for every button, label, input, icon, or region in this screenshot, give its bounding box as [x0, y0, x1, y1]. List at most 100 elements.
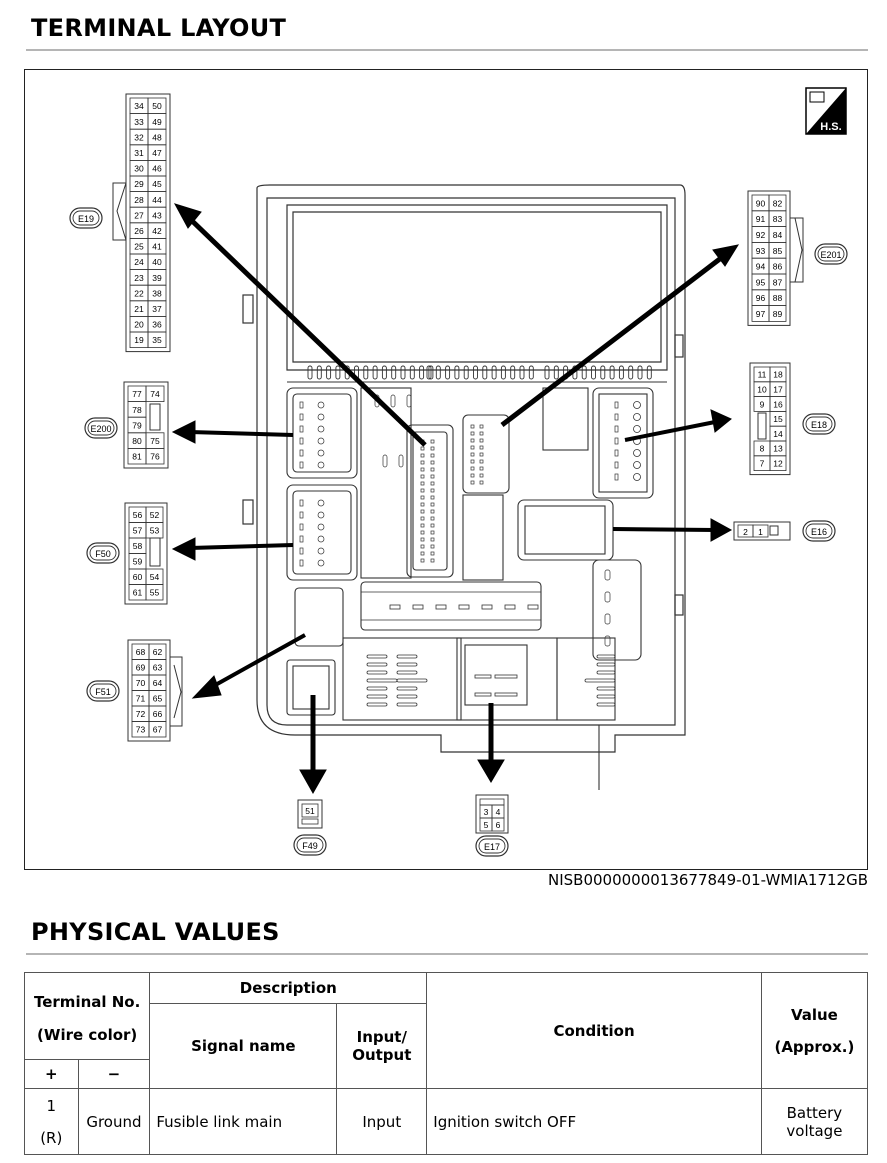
terminal-number: 4: [496, 807, 501, 817]
terminal-number: 19: [134, 335, 144, 345]
pin: [470, 424, 475, 429]
pin: [470, 452, 475, 457]
terminal-number: 64: [153, 678, 163, 688]
pin: [633, 449, 641, 457]
terminal-number: 33: [134, 117, 144, 127]
terminal-number: 1: [46, 1096, 57, 1115]
terminal-number: 30: [134, 164, 144, 174]
terminal-number: 22: [134, 288, 144, 298]
pin: [420, 537, 425, 542]
pin: [430, 439, 435, 444]
label-outer: [84, 417, 118, 439]
connector-id: E18: [811, 420, 827, 430]
terminal-number: 18: [773, 370, 783, 380]
fuse: [604, 635, 611, 647]
terminal-number: 59: [133, 557, 143, 567]
vent-slot-row: [287, 365, 667, 383]
pin: [420, 530, 425, 535]
terminal-number: 46: [152, 164, 162, 174]
pin: [479, 431, 484, 436]
terminal-cell: [301, 818, 319, 825]
internal-components: [286, 387, 654, 790]
terminal-number: 62: [153, 647, 163, 657]
pin: [614, 461, 619, 469]
terminal-number: 11: [758, 370, 767, 380]
terminal-number: 20: [134, 320, 144, 330]
terminal-number: 63: [153, 663, 163, 673]
terminal-number: 6: [496, 820, 501, 830]
terminal-number: 45: [152, 179, 162, 189]
connector-label-e19: E19: [69, 207, 103, 229]
fuse: [398, 454, 404, 468]
label-outer: [814, 243, 848, 265]
pin: [299, 413, 304, 421]
terminal-cell: [145, 584, 164, 601]
terminal-number: 79: [132, 420, 142, 430]
connector-id: F50: [95, 549, 111, 559]
terminal-number: 36: [152, 320, 162, 330]
terminal-cell: [145, 447, 165, 465]
pin: [299, 547, 304, 555]
terminal-number: 84: [773, 230, 783, 240]
fuse: [604, 613, 611, 625]
pin: [430, 481, 435, 486]
section-title-physical-values: PHYSICAL VALUES: [31, 918, 280, 946]
connector-label-f49: F49: [293, 834, 327, 856]
relay-slot: [366, 678, 398, 683]
relay-slot: [396, 670, 418, 675]
connector-label-e200: E200: [84, 417, 118, 439]
terminal-number: 95: [756, 277, 766, 287]
vent-slot: [591, 365, 596, 380]
pin: [430, 544, 435, 549]
header-terminal-no: Terminal No. (Wire color): [23, 972, 151, 1060]
pin: [299, 511, 304, 519]
terminal-cell: [752, 524, 769, 538]
terminal-number: 5: [484, 820, 489, 830]
terminal-number: 16: [773, 399, 783, 409]
vent-slot: [445, 365, 451, 380]
vent-slot: [637, 365, 643, 380]
terminal-number: 52: [150, 510, 160, 520]
vent-slot: [326, 365, 332, 380]
pin: [614, 437, 619, 445]
pin: [430, 502, 435, 507]
terminal-number: 89: [773, 309, 783, 319]
connector-f49: 51: [297, 799, 323, 829]
pin: [470, 431, 475, 436]
cell-value: Battery voltage: [760, 1088, 869, 1155]
connector-label-f51: F51: [86, 680, 120, 702]
connector-id: F51: [95, 687, 111, 697]
pin: [430, 516, 435, 521]
terminal-number: 69: [136, 663, 146, 673]
pin: [633, 401, 641, 409]
pin: [479, 480, 484, 485]
terminal-number: 29: [134, 179, 144, 189]
pin: [470, 438, 475, 443]
fuse: [406, 394, 412, 408]
pin: [317, 461, 325, 469]
value-label: Value: [790, 1005, 838, 1024]
cell-io: Input: [336, 1088, 428, 1155]
vent-slot: [372, 365, 378, 380]
connector-latch: [170, 656, 183, 727]
terminal-number: 31: [134, 148, 144, 158]
connector-id: F49: [302, 841, 318, 851]
pin: [317, 547, 325, 555]
pin: [430, 530, 435, 535]
pin: [430, 523, 435, 528]
vent-slot: [335, 365, 341, 380]
terminal-number: 54: [150, 572, 160, 582]
terminal-number: 27: [134, 210, 144, 220]
label-outer: [475, 835, 509, 857]
label-outer: [69, 207, 103, 229]
relay-slot: [366, 694, 388, 699]
pin: [420, 551, 425, 556]
pin: [430, 460, 435, 465]
pin: [470, 480, 475, 485]
connector-key: [769, 525, 779, 536]
terminal-number: 56: [133, 510, 143, 520]
terminal-number: 28: [134, 195, 144, 205]
pin: [317, 449, 325, 457]
